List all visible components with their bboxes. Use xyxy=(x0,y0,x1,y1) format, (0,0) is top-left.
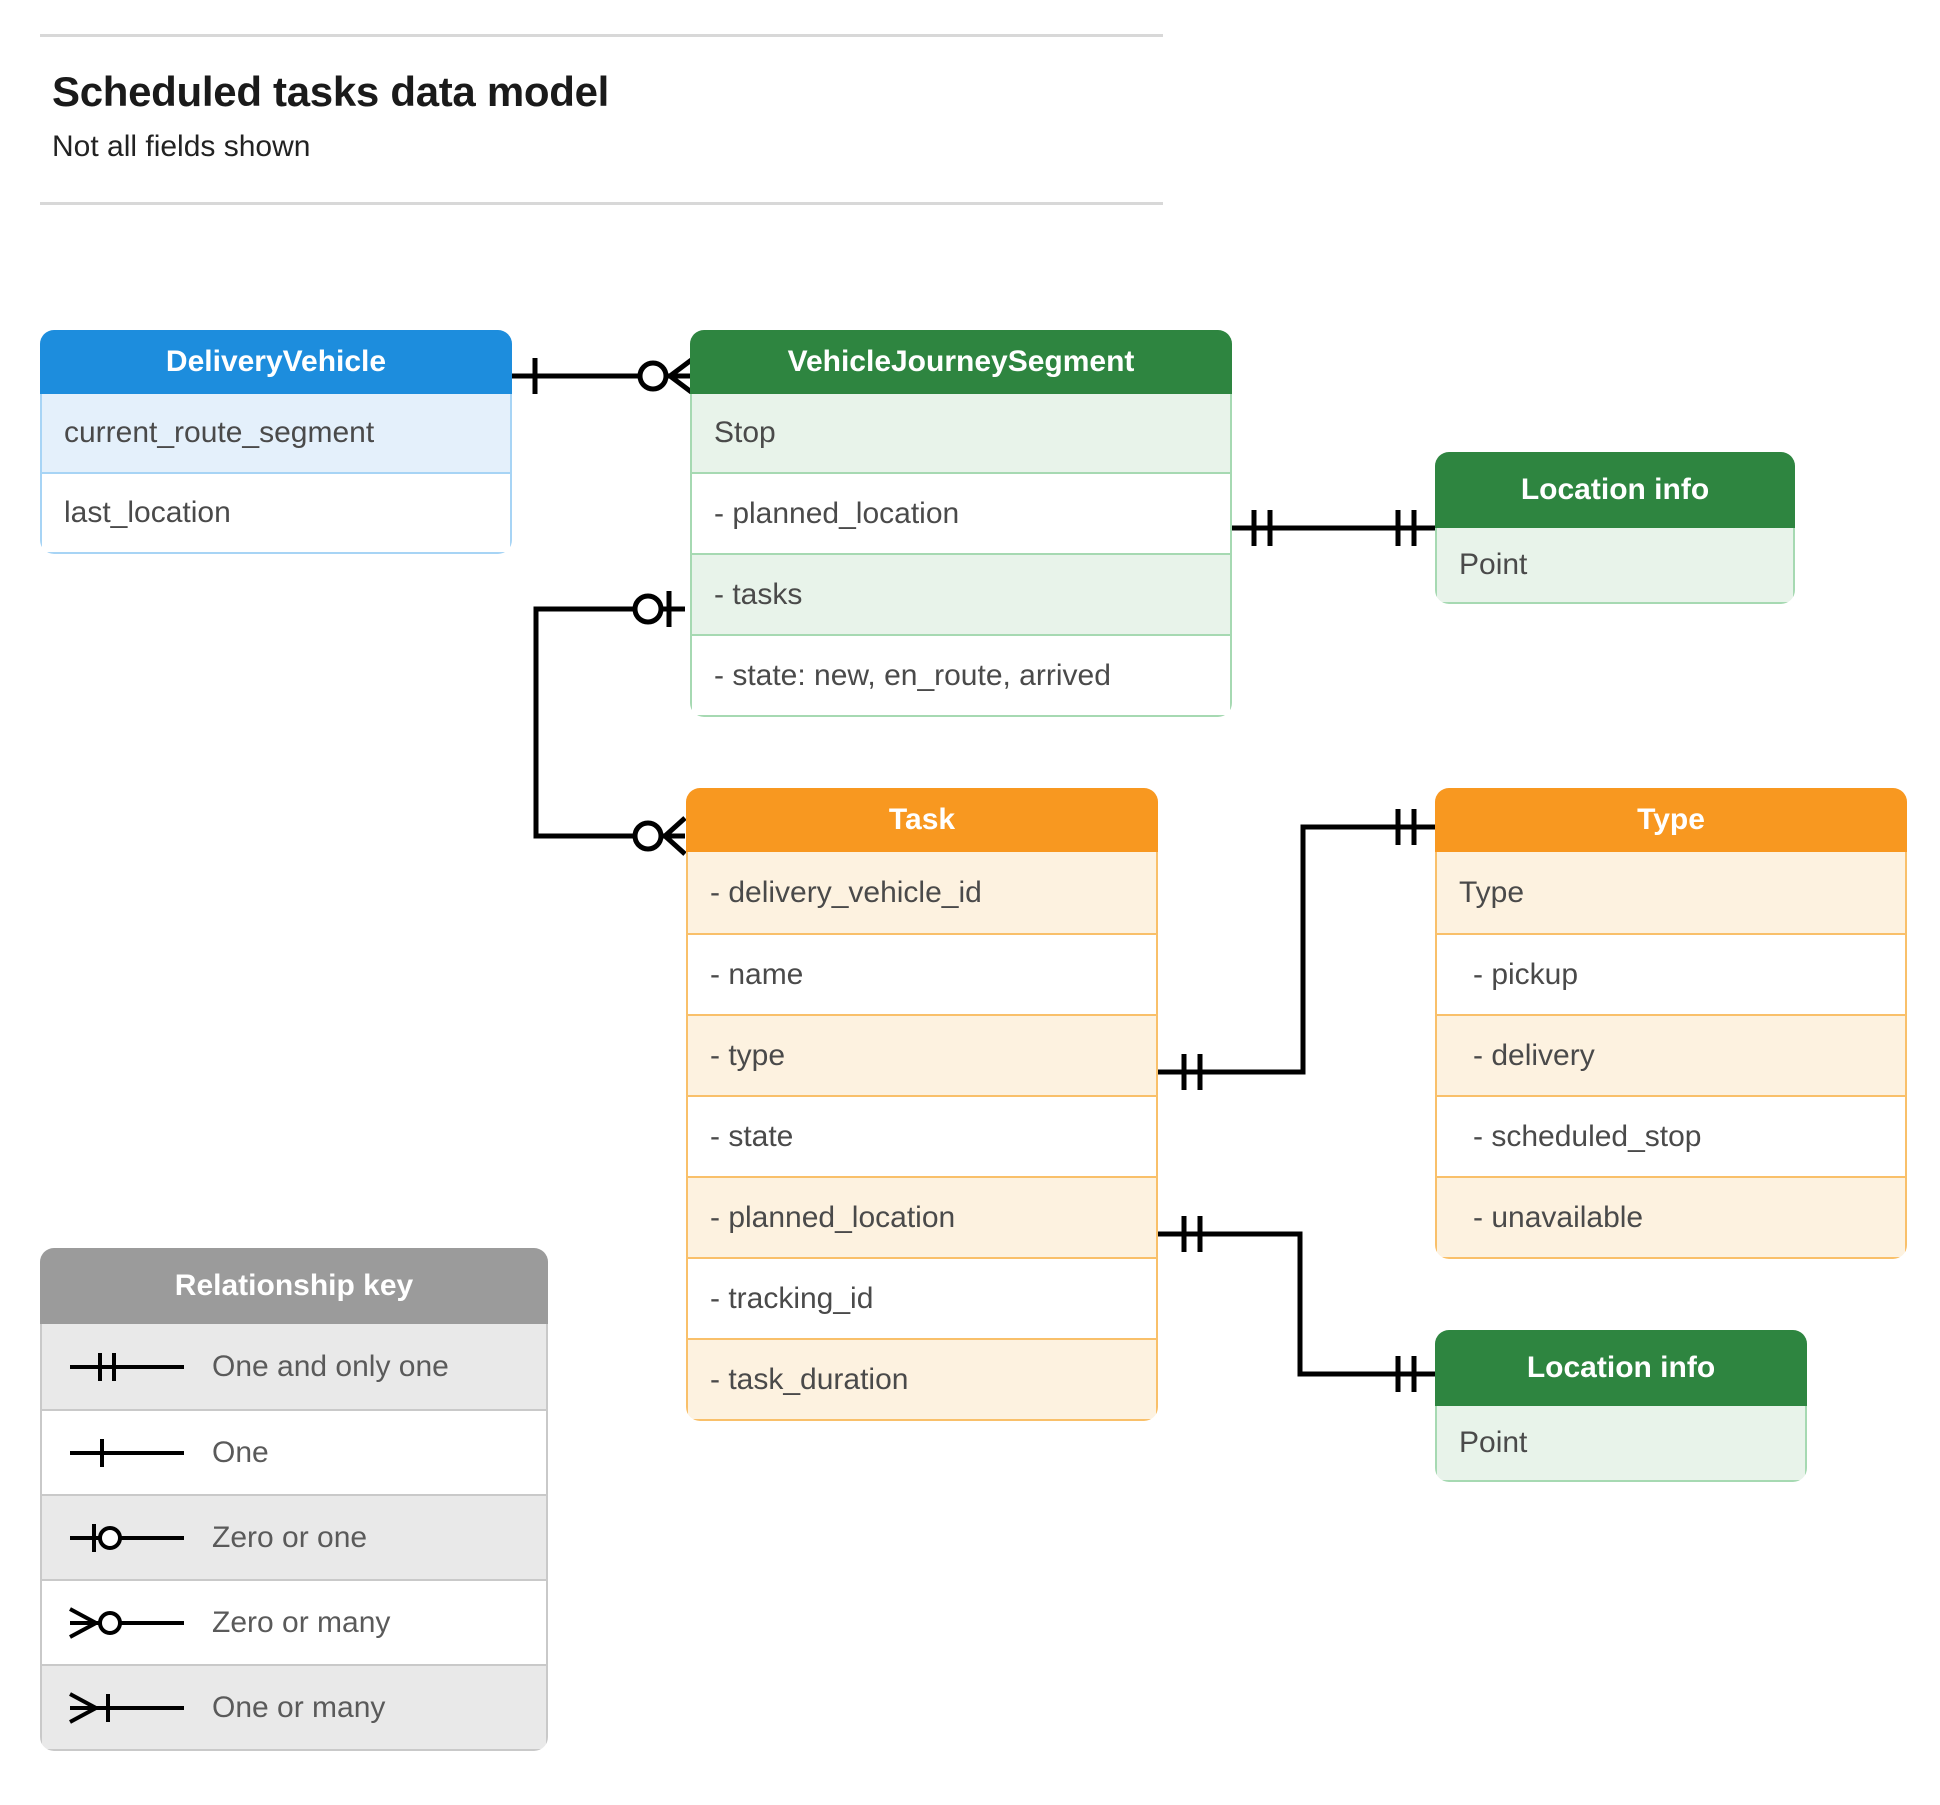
legend-item-one-or-many[interactable]: One or many xyxy=(42,1664,546,1749)
page-title: Scheduled tasks data model xyxy=(52,68,610,115)
field-planned-location[interactable]: - planned_location xyxy=(692,472,1230,553)
field-name[interactable]: - name xyxy=(688,933,1156,1014)
field-state-task[interactable]: - state xyxy=(688,1095,1156,1176)
entity-task[interactable]: Task - delivery_vehicle_id - name - type… xyxy=(686,788,1158,1421)
entity-type-title: Type xyxy=(1435,788,1907,852)
legend-label-one: One xyxy=(212,1435,269,1469)
field-point-top[interactable]: Point xyxy=(1437,528,1793,602)
one-and-only-one-icon xyxy=(42,1347,212,1387)
legend-label-one-and-only-one: One and only one xyxy=(212,1349,449,1383)
field-current-route-segment[interactable]: current_route_segment xyxy=(42,394,510,472)
legend-label-one-or-many: One or many xyxy=(212,1690,386,1724)
header-divider-bottom xyxy=(40,202,1163,205)
entity-location-info-bottom-title: Location info xyxy=(1435,1330,1807,1406)
zero-or-many-icon xyxy=(42,1603,212,1643)
entity-type[interactable]: Type Type - pickup - delivery - schedule… xyxy=(1435,788,1907,1259)
entity-task-title: Task xyxy=(686,788,1158,852)
field-planned-location-task[interactable]: - planned_location xyxy=(688,1176,1156,1257)
legend-relationship-key[interactable]: Relationship key One and only one xyxy=(40,1248,548,1751)
entity-delivery-vehicle[interactable]: DeliveryVehicle current_route_segment la… xyxy=(40,330,512,554)
legend-label-zero-or-many: Zero or many xyxy=(212,1605,391,1639)
legend-label-zero-or-one: Zero or one xyxy=(212,1520,368,1554)
entity-vehicle-journey-segment-rows: Stop - planned_location - tasks - state:… xyxy=(690,394,1232,717)
page-subtitle: Not all fields shown xyxy=(52,130,311,163)
connector-vjs-tasks-task xyxy=(533,591,687,856)
field-type-header[interactable]: Type xyxy=(1437,852,1905,933)
connector-deliveryvehicle-vehiclejourneysegment xyxy=(512,356,696,396)
entity-delivery-vehicle-title: DeliveryVehicle xyxy=(40,330,512,394)
legend-item-one[interactable]: One xyxy=(42,1409,546,1494)
zero-or-one-icon xyxy=(42,1518,212,1558)
field-type[interactable]: - type xyxy=(688,1014,1156,1095)
entity-task-rows: - delivery_vehicle_id - name - type - st… xyxy=(686,852,1158,1421)
connector-vjs-locationinfo-top xyxy=(1228,510,1435,546)
field-last-location[interactable]: last_location xyxy=(42,472,510,552)
field-tracking-id[interactable]: - tracking_id xyxy=(688,1257,1156,1338)
entity-location-info-bottom[interactable]: Location info Point xyxy=(1435,1330,1807,1482)
entity-location-info-top[interactable]: Location info Point xyxy=(1435,452,1795,604)
entity-type-rows: Type - pickup - delivery - scheduled_sto… xyxy=(1435,852,1907,1259)
field-type-pickup[interactable]: - pickup xyxy=(1437,933,1905,1014)
header-divider-top xyxy=(40,34,1163,37)
field-tasks[interactable]: - tasks xyxy=(692,553,1230,634)
one-or-many-icon xyxy=(42,1688,212,1728)
field-task-duration[interactable]: - task_duration xyxy=(688,1338,1156,1419)
one-icon xyxy=(42,1433,212,1473)
entity-location-info-top-title: Location info xyxy=(1435,452,1795,528)
field-state[interactable]: - state: new, en_route, arrived xyxy=(692,634,1230,715)
field-stop[interactable]: Stop xyxy=(692,394,1230,472)
legend-item-zero-or-one[interactable]: Zero or one xyxy=(42,1494,546,1579)
field-type-scheduled-stop[interactable]: - scheduled_stop xyxy=(1437,1095,1905,1176)
field-point-bottom[interactable]: Point xyxy=(1437,1406,1805,1480)
field-type-unavailable[interactable]: - unavailable xyxy=(1437,1176,1905,1257)
entity-location-info-top-rows: Point xyxy=(1435,528,1795,604)
field-type-delivery[interactable]: - delivery xyxy=(1437,1014,1905,1095)
connector-task-locationinfo-bottom xyxy=(1158,1216,1435,1392)
field-delivery-vehicle-id[interactable]: - delivery_vehicle_id xyxy=(688,852,1156,933)
connector-task-type xyxy=(1158,809,1435,1090)
legend-rows: One and only one One xyxy=(40,1324,548,1751)
legend-item-one-and-only-one[interactable]: One and only one xyxy=(42,1324,546,1409)
entity-delivery-vehicle-rows: current_route_segment last_location xyxy=(40,394,512,554)
legend-title: Relationship key xyxy=(40,1248,548,1324)
legend-item-zero-or-many[interactable]: Zero or many xyxy=(42,1579,546,1664)
entity-location-info-bottom-rows: Point xyxy=(1435,1406,1807,1482)
entity-vehicle-journey-segment-title: VehicleJourneySegment xyxy=(690,330,1232,394)
entity-vehicle-journey-segment[interactable]: VehicleJourneySegment Stop - planned_loc… xyxy=(690,330,1232,717)
